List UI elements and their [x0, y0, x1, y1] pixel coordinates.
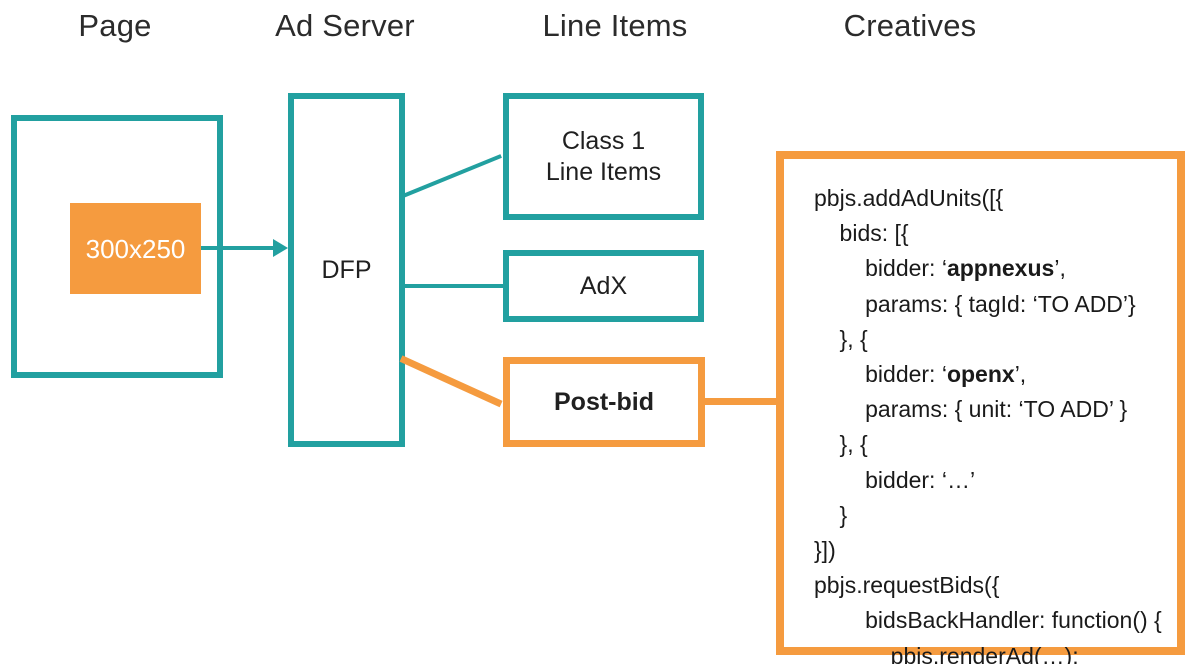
code-line: pbjs.renderAd(…); — [814, 642, 1079, 664]
connector-dfp-to-postbid — [399, 355, 503, 408]
code-line: }]) — [814, 537, 836, 564]
ad-slot-label: 300x250 — [85, 233, 186, 264]
code-line: bidder: ‘openx’, — [814, 361, 1027, 388]
code-line: params: { tagId: ‘TO ADD’} — [814, 290, 1136, 317]
connector-postbid-to-code-h — [703, 398, 786, 405]
line-item-label-postbid: Post-bid — [554, 387, 654, 416]
column-header-ad-server: Ad Server — [275, 8, 415, 43]
connector-dfp-to-class1 — [402, 154, 502, 198]
column-header-page: Page — [78, 8, 152, 43]
line-item-label-adx: AdX — [579, 271, 628, 300]
code-line: bids: [{ — [814, 220, 909, 247]
connector-page-to-dfp — [201, 246, 275, 250]
line-item-box-class1[interactable]: Class 1 Line Items — [503, 93, 704, 220]
creative-code-text: pbjs.addAdUnits([{ bids: [{ bidder: ‘app… — [814, 181, 1162, 664]
line-item-box-adx[interactable]: AdX — [503, 250, 704, 322]
code-line: bidder: ‘appnexus’, — [814, 255, 1066, 282]
code-line: }, { — [814, 431, 868, 458]
arrowhead-page-to-dfp — [273, 239, 288, 257]
code-line: pbjs.addAdUnits([{ — [814, 185, 1004, 211]
code-line: params: { unit: ‘TO ADD’ } — [814, 396, 1128, 423]
code-line: pbjs.requestBids({ — [814, 572, 1000, 599]
column-header-creatives: Creatives — [843, 8, 977, 43]
code-line: bidsBackHandler: function() { — [814, 607, 1162, 634]
line-item-box-postbid[interactable]: Post-bid — [503, 357, 705, 447]
ad-server-label: DFP — [321, 255, 372, 284]
code-line: } — [814, 501, 848, 528]
ad-slot-300x250[interactable]: 300x250 — [70, 203, 201, 294]
code-line: }, { — [814, 325, 868, 352]
code-line: bidder: ‘…’ — [814, 466, 976, 493]
connector-dfp-to-adx — [403, 284, 506, 288]
ad-server-box-dfp[interactable]: DFP — [288, 93, 405, 447]
column-header-line-items: Line Items — [542, 8, 688, 43]
line-item-label-class1: Class 1 Line Items — [545, 127, 662, 186]
creative-code-panel[interactable]: pbjs.addAdUnits([{ bids: [{ bidder: ‘app… — [776, 151, 1185, 664]
